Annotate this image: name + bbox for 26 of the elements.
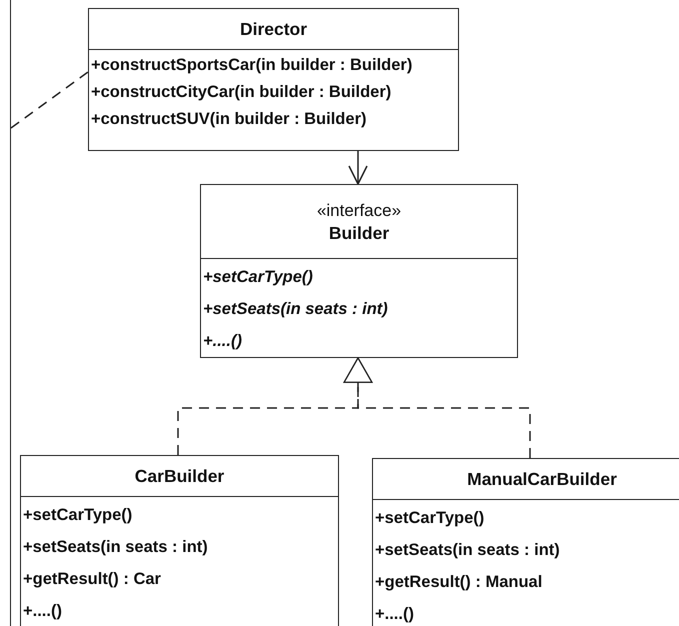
- operation-text: +setCarType(): [375, 508, 486, 529]
- operation-text: +getResult() : Manual: [375, 572, 544, 593]
- class-name: Director: [240, 18, 308, 40]
- operation-text: +....(): [375, 604, 415, 625]
- class-box: [20, 455, 339, 626]
- operation-text: +constructSUV(in builder : Builder): [91, 109, 368, 130]
- operation-text: +setSeats(in seats : int): [375, 540, 561, 561]
- operation-text: +constructSportsCar(in builder : Builder): [91, 55, 414, 76]
- dependency-arrow: [348, 151, 368, 185]
- operation-text: +constructCityCar(in builder : Builder): [91, 82, 392, 103]
- class-box: [88, 8, 459, 151]
- dashed-connector: [10, 71, 88, 129]
- operation-text: +....(): [203, 331, 243, 352]
- operation-text: +setCarType(): [23, 505, 134, 526]
- realization-arrow: [343, 357, 531, 458]
- operation-text: +setSeats(in seats : int): [203, 299, 389, 320]
- class-name: ManualCarBuilder: [467, 468, 617, 490]
- operation-text: +getResult() : Car: [23, 569, 162, 590]
- stereotype-label: «interface»: [316, 200, 402, 222]
- operation-text: +....(): [23, 601, 63, 622]
- class-name: CarBuilder: [134, 465, 224, 487]
- class-box: [200, 184, 518, 358]
- operation-text: +setCarType(): [203, 267, 314, 288]
- class-name: Builder: [328, 222, 390, 244]
- class-box: [372, 458, 679, 626]
- operation-text: +setSeats(in seats : int): [23, 537, 209, 558]
